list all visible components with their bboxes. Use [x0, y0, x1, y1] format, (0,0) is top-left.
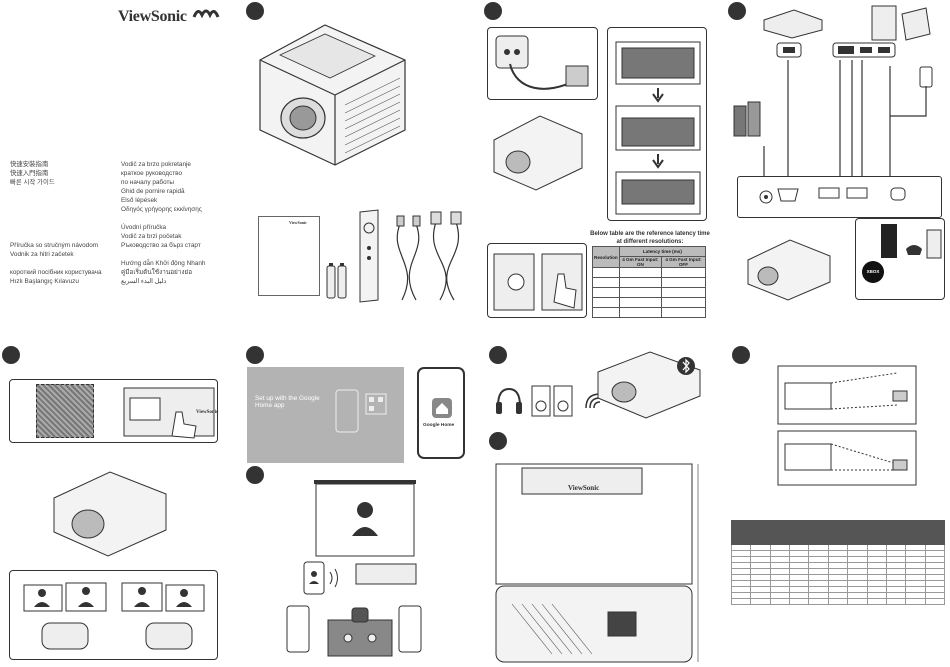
step-badge-4 — [2, 346, 20, 364]
projector-connected-illustration — [747, 239, 831, 301]
connection-cables — [763, 60, 927, 176]
vga-hdmi-port-icon — [832, 42, 896, 58]
step-badge-7 — [489, 346, 507, 364]
step-badge-1 — [246, 2, 264, 20]
projection-distance-table — [730, 520, 946, 605]
table-row — [592, 267, 707, 278]
remote-keypad-close-up — [327, 607, 393, 657]
latency-col-fast-on: 4 Gm Fast Input: ON — [618, 256, 662, 268]
table-row — [592, 297, 707, 308]
language-list-left: 快速安裝指南 快速入門指南 빠른 시작 가이드 Příručka so stru… — [10, 161, 102, 285]
latency-col-fast-off: 4 Gm Fast Input: OFF — [660, 256, 707, 268]
down-arrow-icon — [652, 154, 664, 169]
lens-cover-sliding — [615, 105, 701, 151]
google-home-app-icon — [432, 398, 452, 418]
latency-col-resolution: Resolution — [592, 246, 620, 268]
projection-screen-illustration — [314, 480, 416, 557]
keystone-callout: ViewSonic — [9, 379, 218, 443]
table-row — [592, 307, 707, 318]
language-list-right: Vodič za brzo pokretanje краткое руковод… — [121, 161, 206, 285]
step-badge-6 — [246, 466, 264, 484]
control-panel-close-up — [123, 387, 215, 439]
phone-outline-icon — [335, 389, 359, 433]
projector-top-small — [355, 563, 417, 585]
projector-io-panel — [737, 176, 942, 218]
projector-illustration — [259, 24, 406, 166]
phone-screen-right-icon — [398, 605, 422, 653]
qr-code-icon — [365, 393, 387, 415]
table-row — [592, 287, 707, 298]
game-controller-icon — [906, 245, 922, 255]
game-console-callout: XBOX — [855, 218, 945, 300]
viewsonic-birds-logo-icon — [192, 9, 220, 19]
projected-image-photo — [36, 384, 94, 438]
vga-port-icon — [777, 188, 799, 202]
headphones-icon — [496, 387, 522, 414]
usb-port-icon — [776, 42, 802, 58]
phone-screen-left-icon — [286, 605, 310, 653]
projector-brand-label: ViewSonic — [568, 484, 600, 492]
table-row — [592, 277, 707, 288]
step-badge-2 — [484, 2, 502, 20]
speakers-icon — [733, 101, 761, 137]
brand-name: ViewSonic — [118, 8, 187, 25]
xbox-badge: XBOX — [862, 261, 884, 283]
bluetooth-icon — [677, 357, 695, 375]
computer-illustration — [871, 5, 931, 41]
step-badge-8 — [489, 432, 507, 450]
projection-distance-diagram-bottom — [777, 430, 917, 486]
image-shift-left-diagram — [23, 582, 107, 612]
google-home-setup-screen: Set up with the Google Home app — [247, 367, 404, 463]
down-arrow-icon — [652, 88, 664, 103]
google-home-app-label: Google Home — [423, 423, 455, 428]
bluetooth-speakers-icon — [531, 385, 573, 417]
power-cable-icon — [509, 63, 589, 90]
lens-cover-callout — [607, 27, 707, 221]
hdmi-port-1-icon — [818, 187, 840, 199]
latency-table: Resolution Latency time (ms) 4 Gm Fast I… — [592, 246, 707, 318]
power-button-press-right — [541, 253, 583, 311]
xbox-console-icon — [881, 224, 897, 258]
step-badge-9 — [732, 346, 750, 364]
power-button-callout — [487, 243, 587, 318]
lens-shift-dial-right — [145, 622, 193, 650]
projector-bluetooth-illustration — [597, 351, 701, 419]
latency-header-group: Latency time (ms) — [618, 246, 707, 257]
lens-shift-dial-left — [41, 622, 89, 650]
power-cord-illustration — [430, 211, 462, 301]
latency-table-title: Below table are the reference latency ti… — [590, 231, 710, 245]
batteries-illustration — [326, 263, 347, 299]
step-badge-5 — [246, 346, 264, 364]
wall-socket-icon — [495, 35, 529, 69]
usb-c-port-icon — [890, 187, 906, 201]
image-shift-callout — [9, 570, 218, 660]
power-button-press-left — [493, 253, 535, 311]
projection-distance-diagram-top — [777, 365, 917, 425]
projector-front-illustration — [53, 471, 167, 557]
lens-cover-closed — [615, 41, 701, 85]
google-home-phone: Google Home — [417, 367, 465, 459]
hdmi-cable-illustration — [396, 215, 421, 301]
projector-side-illustration — [493, 115, 583, 191]
dvd-player-illustration — [763, 9, 823, 39]
power-plug-callout — [487, 27, 598, 100]
hdmi-port-2-icon — [846, 187, 868, 199]
audio-out-port-icon — [759, 190, 773, 204]
game-console-2-icon — [926, 229, 942, 259]
remote-control-illustration — [359, 209, 379, 303]
projector-front-large — [495, 463, 699, 663]
phone-casting-icon — [303, 561, 338, 595]
step-badge-3 — [728, 2, 746, 20]
image-shift-right-diagram — [121, 582, 205, 612]
setup-title: Set up with the Google Home app — [255, 395, 320, 409]
quick-start-card: ViewSonic — [258, 216, 320, 296]
lens-cover-open — [615, 171, 701, 215]
viewsonic-logo: ViewSonic — [118, 8, 187, 26]
